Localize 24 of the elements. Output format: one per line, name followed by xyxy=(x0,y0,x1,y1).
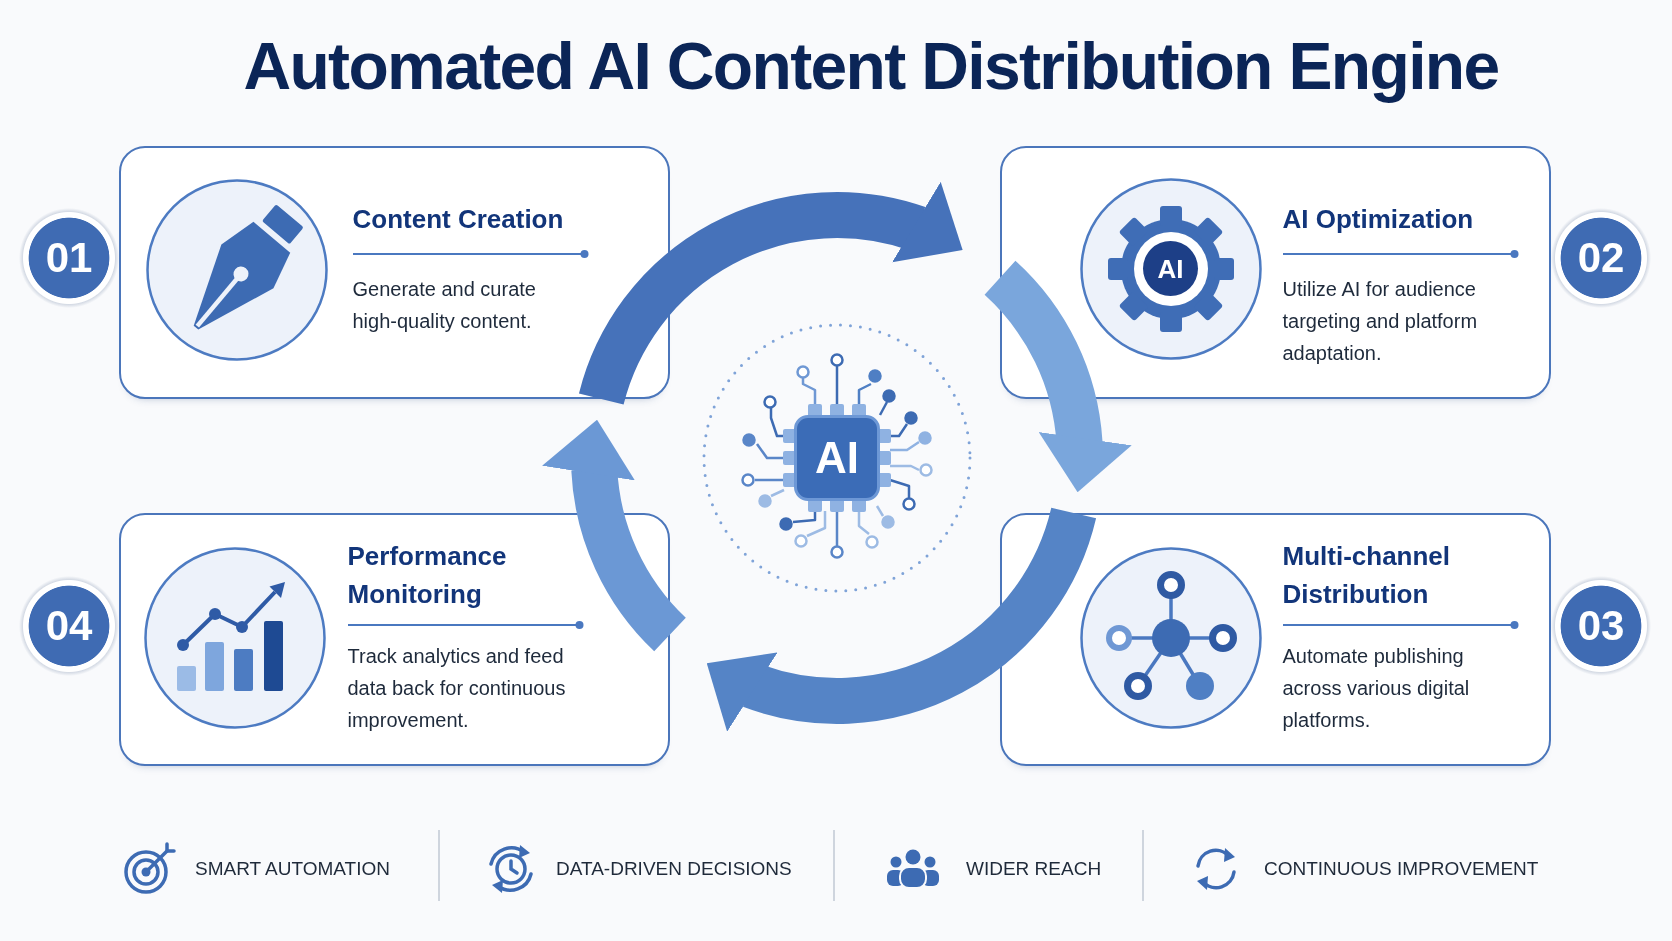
feature-label: WIDER REACH xyxy=(966,858,1102,880)
step-card xyxy=(119,513,670,766)
step-description: Utilize AI for audience targeting and platform adaptation. xyxy=(1282,276,1479,366)
step-title: Content Creation xyxy=(352,202,564,236)
step-number-badge: 04 xyxy=(19,576,119,676)
step-card xyxy=(1000,146,1551,399)
cycle-arrow xyxy=(983,261,1129,494)
step-description: Track analytics and feed data back for continuous improvement. xyxy=(347,643,567,733)
step-description: Automate publishing across various digital platforms. xyxy=(1282,643,1471,733)
cycle-arrow xyxy=(545,417,687,651)
feature-label: SMART AUTOMATION xyxy=(195,858,390,880)
step-number-badge: 01 xyxy=(19,208,119,308)
step-description: Generate and curate high-quality content. xyxy=(352,276,537,334)
title: Automated AI Content Distribution Engine xyxy=(243,28,1499,104)
step-title: AI Optimization xyxy=(1282,202,1474,236)
processor-chip: AI xyxy=(794,415,880,501)
step-title: Multi-channel Distribution xyxy=(1282,539,1452,611)
step-card xyxy=(119,146,670,399)
step-number-badge: 03 xyxy=(1551,576,1651,676)
feature-label: CONTINUOUS IMPROVEMENT xyxy=(1264,858,1539,880)
step-number-badge: 02 xyxy=(1551,208,1651,308)
feature-label: DATA-DRIVEN DECISIONS xyxy=(556,858,792,880)
step-title: Performance Monitoring xyxy=(347,539,508,611)
step-card xyxy=(1000,513,1551,766)
